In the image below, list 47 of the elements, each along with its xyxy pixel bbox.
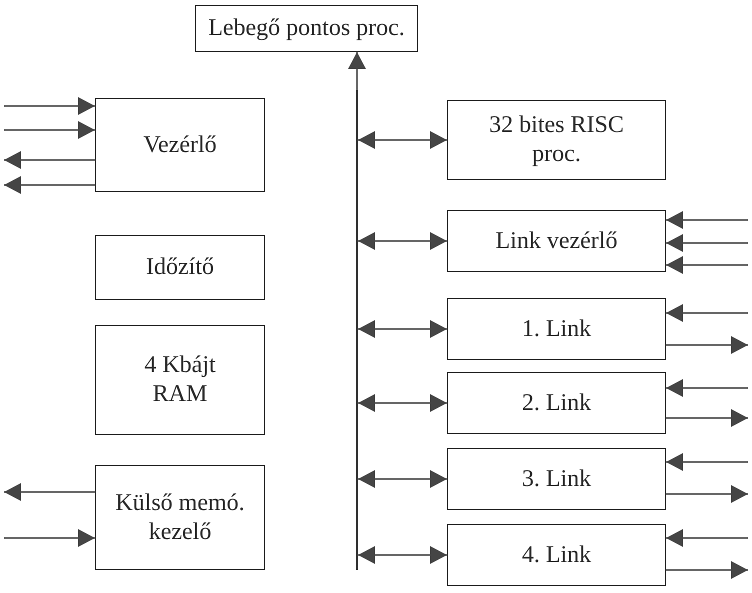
block-label: 4 Kbájt RAM	[143, 351, 217, 409]
block-label: Külső memó. kezelő	[115, 488, 245, 546]
block-box	[447, 372, 666, 434]
block-label: Link vezérlő	[496, 226, 618, 256]
block-label: 32 bites RISC proc.	[488, 111, 625, 169]
arrow	[4, 151, 95, 169]
arrow	[666, 304, 748, 322]
arrow	[348, 52, 366, 90]
arrow	[358, 546, 447, 564]
block-box	[447, 100, 666, 180]
block-label: 3. Link	[522, 464, 592, 494]
block-box	[95, 325, 265, 435]
arrow	[358, 232, 447, 250]
block-label: 2. Link	[522, 388, 592, 418]
block-box	[447, 524, 666, 586]
block-box	[95, 235, 265, 300]
arrow	[666, 379, 748, 397]
arrow	[666, 453, 748, 471]
arrow	[358, 320, 447, 338]
arrow	[4, 483, 95, 501]
bus-line	[356, 90, 358, 570]
block-label: Vezérlő	[143, 130, 217, 160]
arrow	[666, 409, 748, 427]
block-box	[447, 298, 666, 360]
arrow	[666, 561, 748, 579]
arrow	[4, 176, 95, 194]
arrow	[666, 485, 748, 503]
arrow	[4, 121, 95, 139]
arrow	[666, 336, 748, 354]
block-label: 4. Link	[522, 540, 592, 570]
arrow	[358, 470, 447, 488]
arrow	[666, 256, 748, 274]
block-label: Lebegő pontos proc.	[208, 14, 405, 43]
block-box	[447, 448, 666, 510]
arrow	[4, 97, 95, 115]
block-box	[95, 98, 265, 192]
arrow	[358, 394, 447, 412]
block-box	[447, 210, 666, 272]
arrow	[666, 234, 748, 252]
block-box	[95, 465, 265, 570]
arrow	[666, 211, 748, 229]
block-label: Időzítő	[146, 253, 214, 282]
arrow	[4, 529, 95, 547]
block-label: 1. Link	[522, 314, 592, 344]
block-box	[195, 5, 418, 52]
arrow	[358, 131, 447, 149]
arrow	[666, 529, 748, 547]
